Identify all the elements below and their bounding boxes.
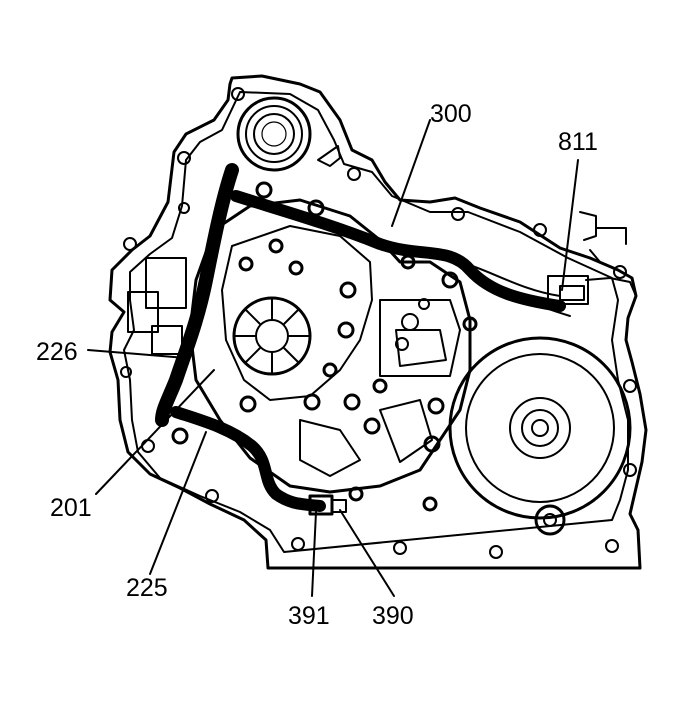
- large-drum-assembly: [448, 336, 632, 536]
- callout-225: 225: [126, 574, 168, 602]
- leader-226: [87, 349, 187, 359]
- wiring-harness-300: [230, 190, 571, 317]
- callout-226: 226: [36, 338, 78, 366]
- leader-811: [561, 159, 579, 291]
- leader-391: [311, 511, 317, 597]
- round-solenoid-top: [236, 96, 312, 172]
- leader-390: [339, 509, 395, 597]
- wiring-harness-225: [170, 406, 326, 512]
- callout-201: 201: [50, 494, 92, 522]
- leader-lines: [87, 119, 579, 597]
- wiring-harness-226: [127, 163, 239, 427]
- leader-300: [391, 119, 431, 227]
- callout-390: 390: [372, 602, 414, 630]
- leader-201: [95, 369, 215, 495]
- case-arrow-marking: [317, 145, 341, 167]
- case-bolt-holes: [120, 87, 637, 559]
- callout-811: 811: [558, 128, 598, 156]
- callout-300: 300: [430, 100, 472, 128]
- connector-391-390: [308, 494, 347, 516]
- connector-811: [547, 211, 637, 305]
- leader-225: [149, 431, 207, 575]
- callout-391: 391: [288, 602, 330, 630]
